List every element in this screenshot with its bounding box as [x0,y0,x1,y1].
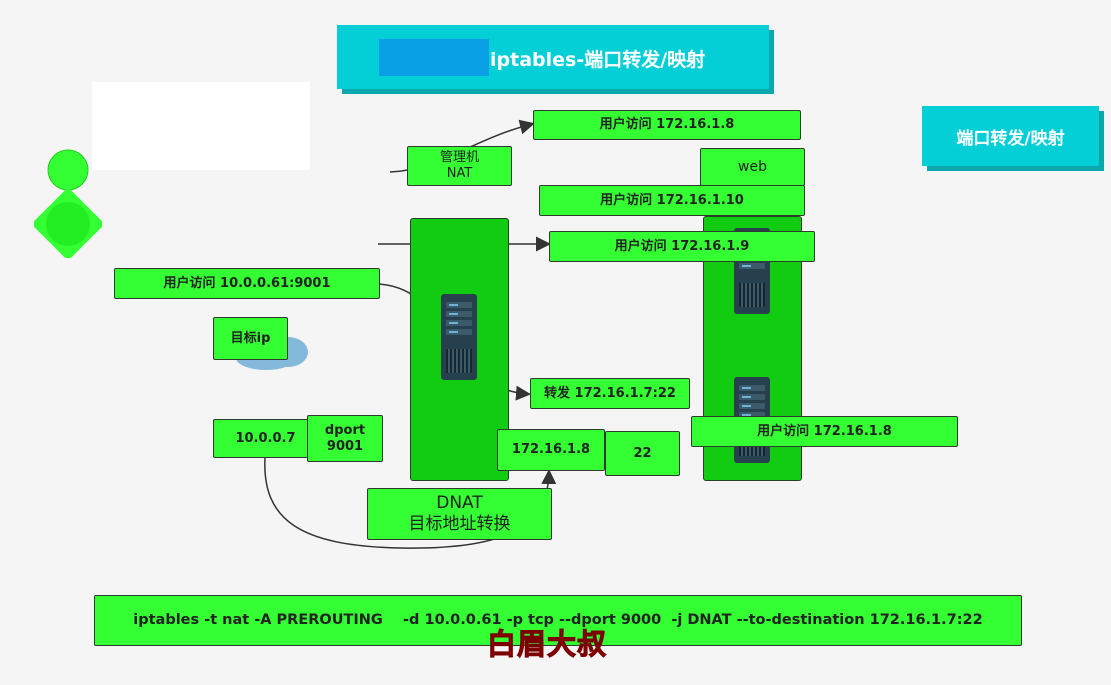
page-title: iptables-端口转发/映射 [337,25,769,89]
box-dport: dport 9001 [307,415,383,462]
box-access-172-16-1-8-top: 用户访问 172.16.1.8 [533,110,801,140]
box-access-172-16-1-10: 用户访问 172.16.1.10 [539,185,805,216]
blank-panel [92,82,310,170]
box-target-ip: 目标ip [213,317,288,360]
box-ip-10-0-0-7: 10.0.0.7 [213,419,318,458]
user-icon [31,146,105,261]
server-icon [441,294,477,380]
title-highlight [379,39,489,76]
box-web: web [700,148,805,186]
box-access-172-16-1-9: 用户访问 172.16.1.9 [549,231,815,262]
box-dnat: DNAT 目标地址转换 [367,488,552,540]
box-port-22: 22 [605,431,680,476]
box-access-public: 用户访问 10.0.0.61:9001 [114,268,380,299]
box-ip-172-16-1-8: 172.16.1.8 [497,429,605,471]
box-forward: 转发 172.16.1.7:22 [530,378,690,409]
watermark-text: 白眉大叔 [486,627,608,662]
firewall-host-column [410,218,509,481]
box-access-172-16-1-8-bottom: 用户访问 172.16.1.8 [691,416,958,447]
box-mgmt-nat: 管理机 NAT [407,146,512,186]
title-text: iptables-端口转发/映射 [490,49,706,71]
command-box: iptables -t nat -A PREROUTING -d 10.0.0.… [94,595,1022,646]
side-title: 端口转发/映射 [922,106,1099,166]
